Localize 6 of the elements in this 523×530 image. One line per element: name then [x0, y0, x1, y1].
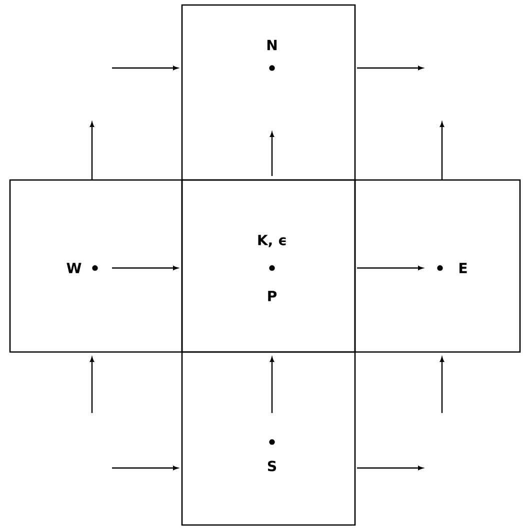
point-label: P: [268, 290, 277, 302]
point-label: S: [268, 460, 276, 472]
point-label: W: [66, 262, 82, 274]
point-label: N: [267, 40, 277, 50]
point-label: K, ϵ: [258, 234, 286, 248]
point-label: E: [460, 262, 467, 274]
